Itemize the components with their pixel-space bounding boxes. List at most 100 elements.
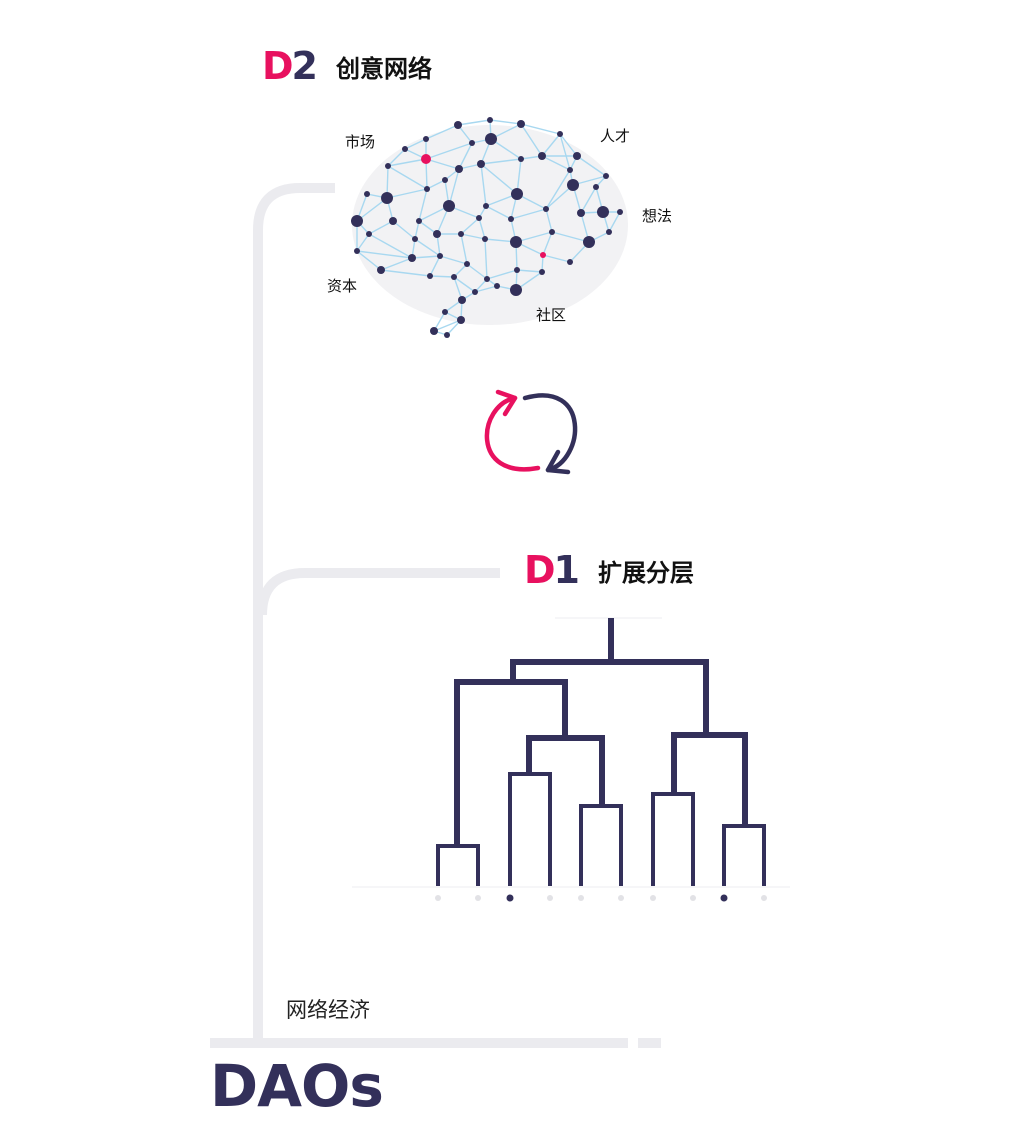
network-edge xyxy=(542,254,571,263)
network-node xyxy=(457,316,465,324)
network-node xyxy=(433,230,441,238)
network-edge xyxy=(433,319,462,332)
network-node xyxy=(483,203,489,209)
d1-title: 扩展分层 xyxy=(598,558,694,587)
network-node xyxy=(567,179,579,191)
network-edge xyxy=(387,165,428,190)
network-edge xyxy=(453,263,468,278)
network-node xyxy=(543,206,549,212)
brain-network xyxy=(351,117,628,338)
network-edge xyxy=(541,155,571,171)
network-node-highlight xyxy=(540,252,546,258)
network-edge xyxy=(425,142,473,160)
network-node-highlight xyxy=(421,154,431,164)
network-node xyxy=(514,267,520,273)
network-edge xyxy=(411,255,441,259)
network-edge xyxy=(439,255,468,265)
network-node xyxy=(423,136,429,142)
d2-title: 创意网络 xyxy=(336,54,432,83)
network-edge xyxy=(515,231,553,243)
network-edge xyxy=(429,275,455,278)
network-node xyxy=(444,332,450,338)
network-node xyxy=(455,165,463,173)
cycle-arrow-dark xyxy=(522,393,578,473)
network-node xyxy=(549,229,555,235)
network-edge xyxy=(453,276,463,301)
network-edge xyxy=(510,208,547,220)
network-edge xyxy=(448,168,460,207)
cycle-arrowhead-pink xyxy=(495,389,518,417)
label-talent: 人才 xyxy=(600,127,631,145)
network-node xyxy=(557,131,563,137)
tree-leaf-dots xyxy=(435,894,767,902)
network-edge xyxy=(380,257,413,271)
network-node xyxy=(567,167,573,173)
network-nodes xyxy=(351,117,623,338)
network-edge xyxy=(414,220,420,240)
network-node xyxy=(485,133,497,145)
network-edge xyxy=(425,158,428,190)
network-edge xyxy=(516,269,543,273)
network-edge xyxy=(418,188,428,222)
network-node xyxy=(389,217,397,225)
network-node xyxy=(477,160,485,168)
rail-structure xyxy=(210,183,661,1048)
network-edge xyxy=(559,133,571,171)
network-node xyxy=(364,191,370,197)
network-edge xyxy=(356,250,413,259)
network-node xyxy=(416,218,422,224)
network-edge xyxy=(457,119,491,126)
network-node xyxy=(442,177,448,183)
network-edge xyxy=(480,163,518,195)
network-node xyxy=(437,253,443,259)
network-node xyxy=(538,152,546,160)
network-edge xyxy=(484,238,488,280)
network-node xyxy=(597,206,609,218)
network-edge xyxy=(480,158,522,165)
network-edge xyxy=(404,138,427,150)
network-edge xyxy=(486,269,518,280)
network-node xyxy=(472,289,478,295)
d1-badge: D1 xyxy=(524,548,580,592)
network-node xyxy=(430,327,438,335)
network-node xyxy=(351,215,363,227)
network-edge xyxy=(460,233,486,240)
network-edge xyxy=(485,205,512,220)
network-node xyxy=(385,163,391,169)
network-node xyxy=(517,120,525,128)
network-node xyxy=(442,309,448,315)
d2-heading: D2 创意网络 xyxy=(262,44,432,88)
network-node xyxy=(412,236,418,242)
network-edge xyxy=(460,233,468,265)
network-edge xyxy=(480,163,487,207)
network-edge xyxy=(478,217,486,240)
cycle-arrowhead-dark xyxy=(545,449,571,475)
network-edge xyxy=(356,197,388,222)
network-edge xyxy=(368,233,413,259)
network-node xyxy=(408,254,416,262)
brain-shadow xyxy=(352,125,628,325)
rail-branch xyxy=(257,568,500,616)
network-edge xyxy=(490,138,522,160)
network-node xyxy=(443,200,455,212)
network-edge xyxy=(386,188,428,199)
network-edge xyxy=(392,220,416,240)
label-community: 社区 xyxy=(536,306,567,324)
network-node xyxy=(451,274,457,280)
network-node xyxy=(617,209,623,215)
network-edge xyxy=(356,233,370,252)
network-node xyxy=(487,117,493,123)
network-node xyxy=(508,216,514,222)
network-node xyxy=(354,248,360,254)
network-edge xyxy=(545,208,553,233)
network-edge xyxy=(380,269,431,277)
network-node xyxy=(583,236,595,248)
network-edge xyxy=(460,217,480,235)
network-edge xyxy=(474,285,498,293)
network-edge xyxy=(576,155,607,177)
network-node xyxy=(539,269,545,275)
network-node xyxy=(511,188,523,200)
network-node xyxy=(518,156,524,162)
